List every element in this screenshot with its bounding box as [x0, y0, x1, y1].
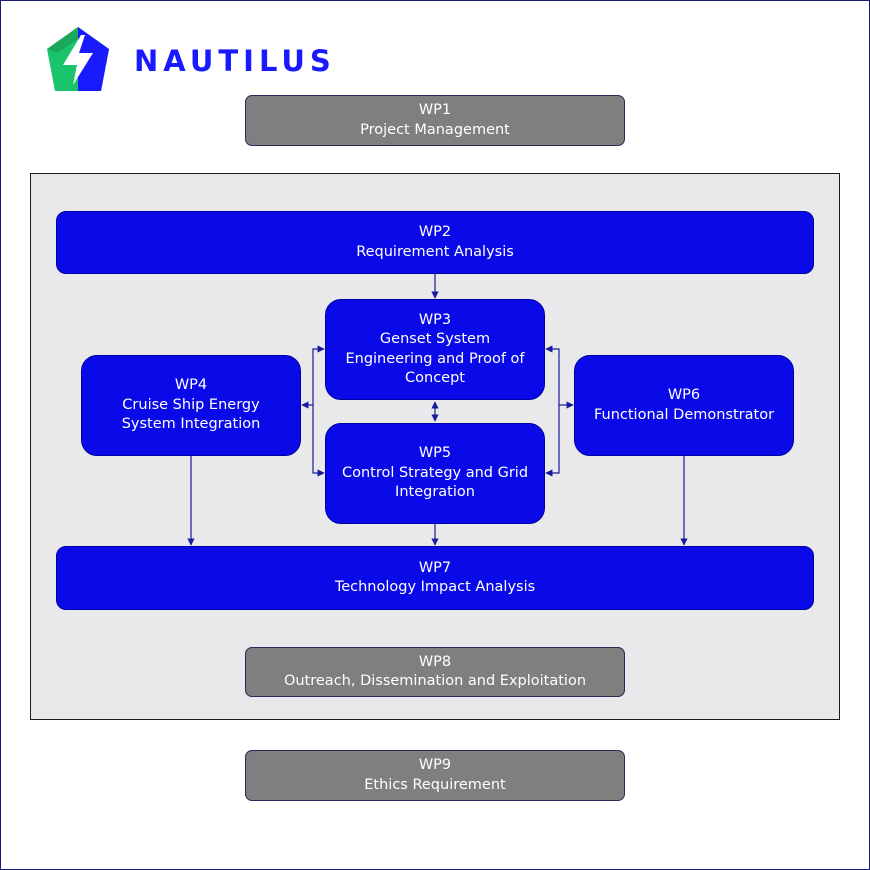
brand-name: NAUTILUS	[134, 44, 336, 78]
wp7-title: Technology Impact Analysis	[334, 579, 536, 595]
wp5-id: WP5	[418, 445, 452, 462]
wp1-box: WP1 Project Management	[245, 95, 625, 146]
wp2-box: WP2 Requirement Analysis	[56, 211, 814, 274]
wp1-title: Project Management	[360, 121, 510, 138]
wp9-box: WP9 Ethics Requirement	[245, 750, 625, 801]
bracket-wp5-wp6	[545, 405, 560, 477]
wp7-id: WP7	[418, 559, 452, 576]
wp3-title-line-1: Genset System	[379, 331, 491, 347]
wp4-title-line-2: System Integration	[121, 416, 261, 433]
wp8-id: WP8	[418, 653, 452, 670]
wp9-title: Ethics Requirement	[364, 776, 506, 793]
wp4-id: WP4	[174, 377, 208, 394]
wp6-title: Functional Demonstrator	[593, 406, 775, 423]
wp3-title-line-3: Concept	[405, 370, 465, 386]
wp4-title-line-1: Cruise Ship Energy	[122, 396, 260, 413]
bracket-wp3-wp6	[545, 345, 560, 405]
wp1-id: WP1	[418, 102, 452, 118]
wp5-title-line-1: Control Strategy and Grid	[341, 464, 529, 481]
wp5-box: WP5 Control Strategy and Grid Integratio…	[325, 423, 545, 524]
wp4-box: WP4 Cruise Ship Energy System Integratio…	[81, 355, 301, 456]
wp2-id: WP2	[418, 224, 452, 240]
wp3-box: WP3 Genset System Engineering and Proof …	[325, 299, 545, 400]
wp6-id: WP6	[667, 387, 701, 403]
wp2-title: Requirement Analysis	[356, 243, 514, 260]
wp8-box: WP8 Outreach, Dissemination and Exploita…	[245, 647, 625, 697]
wp5-title-line-2: Integration	[395, 484, 475, 501]
wp6-box: WP6 Functional Demonstrator	[574, 355, 794, 456]
wp9-id: WP9	[418, 757, 452, 773]
wp8-title: Outreach, Dissemination and Exploitation	[283, 673, 587, 689]
nautilus-logo-icon	[47, 27, 109, 91]
bracket-wp4-wp5	[312, 405, 325, 477]
wp3-id: WP3	[418, 311, 452, 328]
bracket-wp4-wp3	[312, 345, 325, 405]
wp3-title-line-2: Engineering and Proof of	[345, 350, 525, 367]
wp7-box: WP7 Technology Impact Analysis	[56, 546, 814, 610]
